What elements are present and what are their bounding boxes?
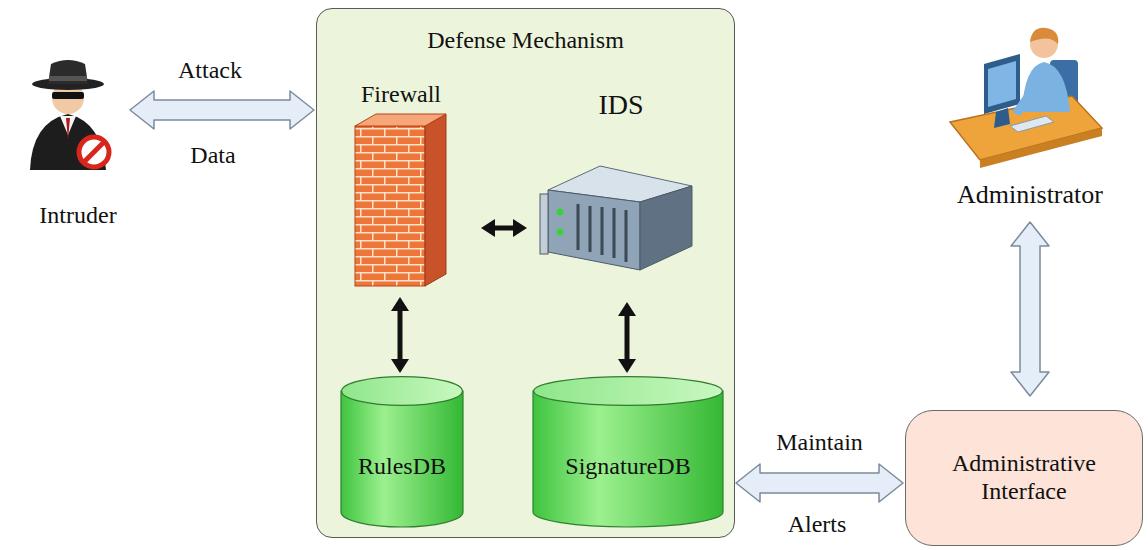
group-box: Firewall IDS RulesDB SignatureDB Defense Mec… bbox=[316, 8, 735, 538]
double-arrow bbox=[625, 316, 630, 359]
node-text: RulesDB bbox=[341, 453, 463, 481]
cylinder-outline bbox=[341, 376, 463, 528]
node-text: Administrative Interface bbox=[918, 450, 1130, 505]
block-arrow bbox=[130, 91, 314, 129]
edge-label: Maintain bbox=[776, 429, 863, 456]
arrow-label: Alerts bbox=[788, 511, 847, 538]
cylinder-body bbox=[341, 391, 463, 527]
database-cylinder: SignatureDB bbox=[533, 376, 723, 528]
edge-label: Attack bbox=[178, 57, 242, 84]
device-node: IDS bbox=[541, 89, 701, 294]
node-text: Administrator bbox=[930, 180, 1130, 210]
actor-node: Administrator bbox=[930, 10, 1130, 210]
node-text: Firewall bbox=[351, 81, 451, 109]
cylinder-body bbox=[533, 391, 723, 527]
node-text: Defense Mechanism bbox=[317, 27, 734, 55]
actor-node: Intruder bbox=[28, 58, 128, 230]
interface-box: Administrative Interface bbox=[905, 410, 1143, 546]
cylinder-top bbox=[534, 377, 723, 406]
node-text: SignatureDB bbox=[533, 453, 723, 481]
intruder-icon bbox=[30, 60, 109, 170]
administrator-icon bbox=[950, 28, 1102, 168]
block-arrow bbox=[1011, 222, 1049, 396]
node-text: Intruder bbox=[28, 202, 128, 230]
cylinder-top bbox=[342, 377, 463, 406]
double-arrow bbox=[495, 226, 513, 231]
database-cylinder: RulesDB bbox=[341, 376, 463, 528]
block-arrow bbox=[736, 464, 903, 502]
node-text: IDS bbox=[541, 89, 701, 121]
firewall-icon bbox=[355, 114, 446, 286]
device-node: Firewall bbox=[351, 81, 451, 291]
double-arrow bbox=[398, 311, 403, 359]
group-ground bbox=[316, 8, 735, 538]
arrow-label: Data bbox=[190, 142, 235, 169]
server-icon bbox=[540, 166, 692, 270]
cylinder-outline bbox=[533, 376, 723, 528]
